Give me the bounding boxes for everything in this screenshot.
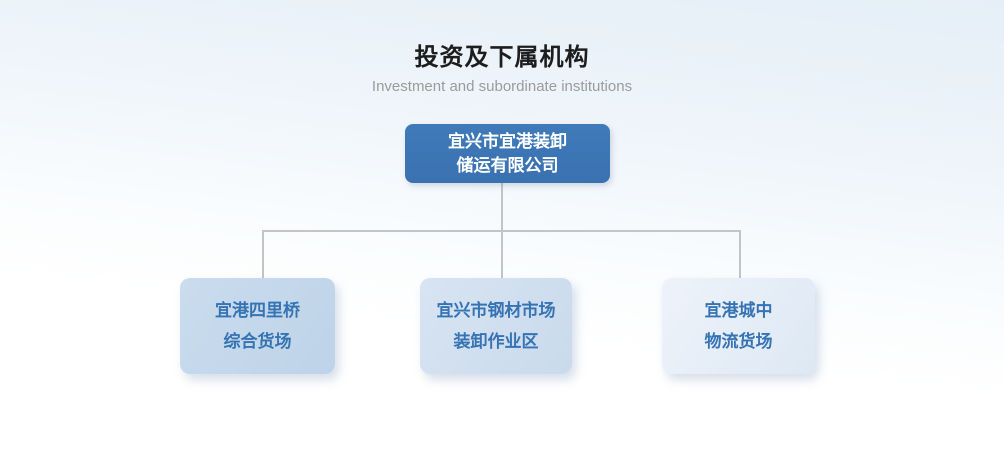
page-subtitle: Investment and subordinate institutions xyxy=(371,78,633,95)
org-node-root-label: 宜兴市宜港装卸 储运有限公司 xyxy=(448,131,567,175)
org-node-root: 宜兴市宜港装卸 储运有限公司 xyxy=(405,124,610,183)
org-node-child-1: 宜港四里桥 综合货场 xyxy=(180,278,335,374)
org-node-child-3-label: 宜港城中 物流货场 xyxy=(704,301,773,351)
org-node-child-3: 宜港城中 物流货场 xyxy=(662,278,815,374)
org-node-child-1-label: 宜港四里桥 综合货场 xyxy=(215,301,300,351)
connector-drop-left xyxy=(262,231,264,278)
org-node-child-2-label: 宜兴市钢材市场 装卸作业区 xyxy=(436,301,556,351)
connector-drop-right xyxy=(739,231,741,278)
page-header: 投资及下属机构 Investment and subordinate insti… xyxy=(0,44,1004,95)
connector-drop-middle xyxy=(501,231,503,278)
page-title: 投资及下属机构 xyxy=(414,44,590,71)
org-node-child-2: 宜兴市钢材市场 装卸作业区 xyxy=(420,278,572,374)
connector-root-vertical xyxy=(501,183,503,231)
